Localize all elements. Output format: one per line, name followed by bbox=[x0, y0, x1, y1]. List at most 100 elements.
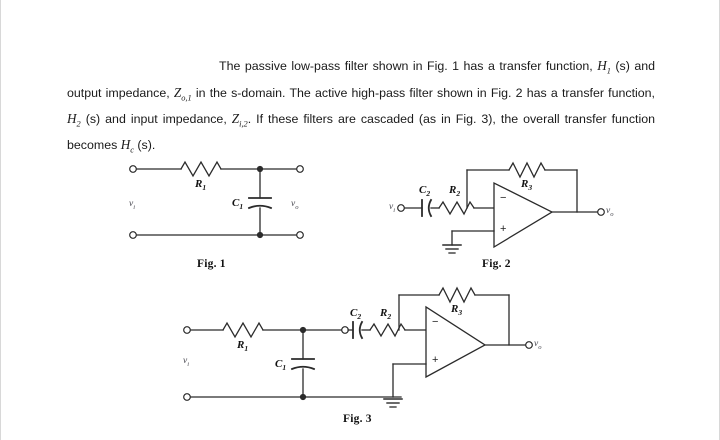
fig2-port-label-vi: vi bbox=[389, 202, 395, 214]
fig2-label-r3-base: R bbox=[521, 178, 529, 190]
prose-segment-3: in the s-domain. The active high-pass fi… bbox=[191, 85, 655, 100]
fig3-node-dot-bottom bbox=[299, 393, 307, 401]
fig1-input-terminal-top bbox=[129, 165, 137, 173]
fig1-port-vo-sub: o bbox=[295, 203, 299, 211]
fig3-label-c2: C2 bbox=[350, 307, 361, 321]
fig1-port-vi-base: v bbox=[129, 199, 134, 209]
fig3-port-vi-sub: i bbox=[187, 360, 190, 368]
fig1-resistor-r1-symbol bbox=[180, 160, 222, 178]
fig3-label-c1-sub: 1 bbox=[282, 363, 287, 373]
fig3-label-r3: R3 bbox=[451, 303, 462, 317]
fig2-circuit bbox=[397, 161, 605, 254]
fig3-label-r3-base: R bbox=[451, 303, 459, 315]
fig1-node-dot-bottom bbox=[256, 231, 264, 239]
fig2-output-terminal bbox=[597, 208, 605, 216]
fig3-port-label-vo: vo bbox=[534, 339, 542, 351]
prose-segment-4: (s) and input impedance, bbox=[80, 111, 232, 126]
fig2-port-vi-base: v bbox=[389, 202, 394, 212]
fig3-resistor-r3-symbol bbox=[438, 286, 476, 304]
fig3-caption: Fig. 3 bbox=[343, 413, 372, 425]
fig3-output-terminal bbox=[525, 341, 533, 349]
fig2-port-label-vo: vo bbox=[606, 206, 614, 218]
fig2-port-vi-sub: i bbox=[393, 206, 396, 214]
fig1-label-c1-sub: 1 bbox=[239, 202, 244, 212]
math-h2-sub: 2 bbox=[76, 119, 81, 129]
fig3-label-r2: R2 bbox=[380, 307, 391, 321]
fig3-resistor-r1-symbol bbox=[222, 321, 264, 339]
prose-segment-1: The passive low-pass filter shown in Fig… bbox=[219, 59, 598, 74]
fig3-label-r2-base: R bbox=[380, 307, 388, 319]
fig2-label-r3-sub: 3 bbox=[528, 183, 533, 193]
fig1-port-label-vi: vi bbox=[129, 199, 135, 211]
fig3-port-label-vi: vi bbox=[183, 356, 189, 368]
fig2-opamp-noninverting-sign: + bbox=[500, 223, 507, 235]
fig2-input-terminal bbox=[397, 204, 405, 212]
fig3-label-c2-sub: 2 bbox=[357, 312, 362, 322]
math-zo1-base: Z bbox=[173, 84, 182, 100]
fig2-label-r2-sub: 2 bbox=[456, 189, 461, 199]
fig3-input-terminal-bottom bbox=[183, 393, 191, 401]
fig3-port-vo-base: v bbox=[534, 339, 539, 349]
math-zi2-sub: i,2 bbox=[239, 119, 248, 129]
fig3-capacitor-c1-plate-bottom bbox=[290, 365, 316, 371]
fig1-port-vo-base: v bbox=[291, 199, 296, 209]
fig3-resistor-r2-symbol bbox=[369, 322, 406, 338]
fig3-opamp-inverting-sign: − bbox=[432, 316, 439, 328]
fig2-label-c2: C2 bbox=[419, 184, 430, 198]
fig3-input-terminal-top bbox=[183, 326, 191, 334]
math-hc: Hc bbox=[120, 137, 134, 155]
fig1-output-terminal-top bbox=[296, 165, 304, 173]
fig2-label-c2-sub: 2 bbox=[426, 189, 431, 199]
math-h1: H1 bbox=[597, 58, 611, 77]
fig2-port-vo-base: v bbox=[606, 206, 611, 216]
fig1-input-terminal-bottom bbox=[129, 231, 137, 239]
fig2-label-r3: R3 bbox=[521, 178, 532, 192]
fig3-label-r1: R1 bbox=[237, 339, 248, 353]
fig2-caption: Fig. 2 bbox=[482, 258, 511, 270]
fig3-opamp-noninverting-sign: + bbox=[432, 354, 439, 366]
fig2-port-vo-sub: o bbox=[610, 210, 614, 218]
math-zo1-sub: o,1 bbox=[181, 93, 192, 103]
prose-segment-6: (s). bbox=[133, 138, 156, 153]
prose-segment-2: (s) and output impedance, bbox=[67, 59, 655, 100]
fig1-output-terminal-bottom bbox=[296, 231, 304, 239]
fig1-port-vi-sub: i bbox=[133, 203, 136, 211]
fig3-label-r1-sub: 1 bbox=[244, 344, 249, 354]
fig3-capacitor-c2-plate-right bbox=[358, 320, 364, 340]
fig1-circuit bbox=[129, 160, 304, 239]
math-h2: H2 bbox=[67, 110, 81, 129]
prose-segment-5: . If these filters are cascaded (as in F… bbox=[67, 111, 655, 153]
fig1-port-label-vo: vo bbox=[291, 199, 299, 211]
fig1-node-dot-top bbox=[256, 165, 264, 173]
fig2-label-r2: R2 bbox=[449, 184, 460, 198]
fig1-label-r1: R1 bbox=[195, 178, 206, 192]
math-zi2: Zi,2 bbox=[231, 110, 248, 129]
fig2-label-c2-base: C bbox=[419, 184, 427, 196]
fig2-opamp-inverting-sign: − bbox=[500, 192, 507, 204]
fig2-resistor-r2-symbol bbox=[438, 200, 475, 216]
fig3-interstage-terminal bbox=[341, 326, 349, 334]
fig1-label-c1: C1 bbox=[232, 197, 243, 211]
math-hc-base: H bbox=[120, 137, 131, 153]
math-zi2-base: Z bbox=[231, 110, 240, 126]
fig3-port-vi-base: v bbox=[183, 356, 188, 366]
math-h1-base: H bbox=[597, 58, 607, 74]
problem-statement-paragraph: The passive low-pass filter shown in Fig… bbox=[67, 56, 655, 161]
fig3-label-r1-base: R bbox=[237, 339, 245, 351]
fig2-label-r2-base: R bbox=[449, 184, 457, 196]
fig2-resistor-r3-symbol bbox=[508, 161, 546, 179]
fig3-label-r3-sub: 3 bbox=[458, 308, 463, 318]
math-h2-base: H bbox=[67, 110, 77, 126]
fig1-caption: Fig. 1 bbox=[197, 258, 226, 270]
fig1-label-r1-sub: 1 bbox=[202, 183, 207, 193]
math-h1-sub: 1 bbox=[606, 67, 611, 77]
fig2-capacitor-c2-plate-right bbox=[427, 198, 433, 218]
fig3-label-c2-base: C bbox=[350, 307, 358, 319]
math-zo1: Zo,1 bbox=[173, 84, 192, 103]
math-hc-sub: c bbox=[130, 145, 134, 155]
fig3-label-r2-sub: 2 bbox=[387, 312, 392, 322]
fig3-label-c1: C1 bbox=[275, 358, 286, 372]
fig1-capacitor-c1-plate-bottom bbox=[247, 204, 273, 210]
fig3-label-c1-base: C bbox=[275, 358, 283, 370]
